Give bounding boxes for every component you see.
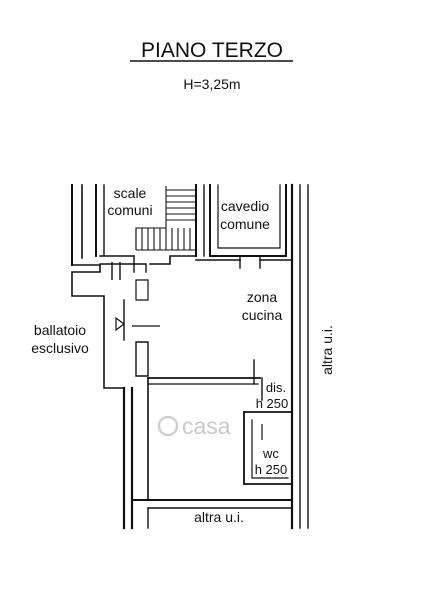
label-dis-line1: dis. [266, 380, 286, 395]
height-note: H=3,25m [183, 76, 240, 92]
page-title: PIANO TERZO [141, 39, 283, 62]
door-symbols [111, 262, 263, 440]
watermark-logo-icon [157, 415, 179, 437]
room-labels: scale comuni cavedio comune zona cucina … [31, 185, 335, 525]
label-altra-bottom: altra u.i. [194, 509, 244, 525]
label-wc-line2: h 250 [255, 462, 288, 477]
staircase [135, 186, 197, 251]
label-dis-line2: h 250 [256, 396, 289, 411]
label-ballatoio-line2: esclusivo [31, 340, 89, 356]
label-cavedio-line1: cavedio [221, 198, 269, 214]
label-cavedio-line2: comune [220, 216, 270, 232]
label-ballatoio-line1: ballatoio [34, 322, 86, 338]
label-zona-line2: cucina [242, 307, 283, 323]
label-scale-line1: scale [114, 185, 147, 201]
label-scale-line2: comuni [107, 202, 152, 218]
label-wc-line1: wc [262, 446, 279, 461]
label-zona-line1: zona [247, 289, 278, 305]
watermark-text: casa [182, 413, 231, 439]
label-altra-right: altra u.i. [319, 325, 335, 375]
watermark: casa [157, 413, 231, 439]
